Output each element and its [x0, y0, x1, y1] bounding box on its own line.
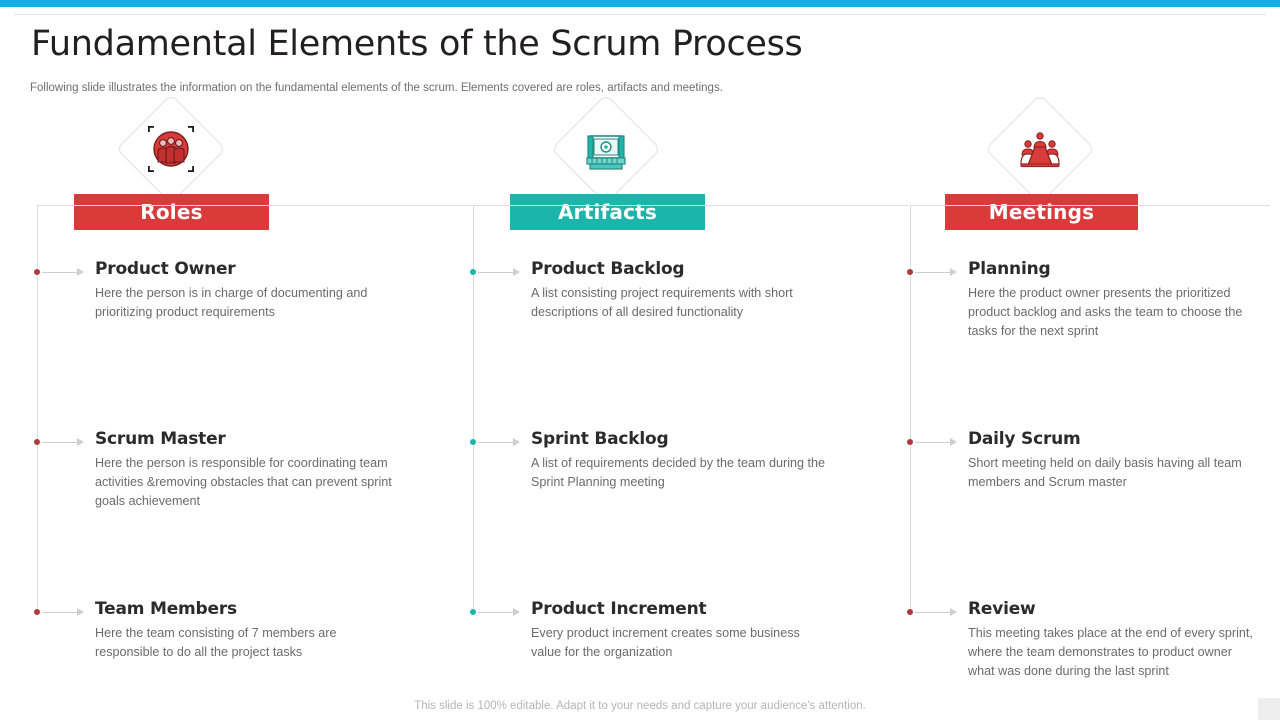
item-title: Review — [968, 599, 1036, 619]
item-title: Daily Scrum — [968, 429, 1081, 449]
item-title: Product Owner — [95, 259, 236, 279]
corner-mark — [1258, 698, 1280, 720]
diamond-meetings — [984, 93, 1096, 205]
top-accent-bar — [0, 0, 1280, 7]
arrow-icon — [77, 268, 84, 276]
diamond-roles — [115, 93, 227, 205]
page-subtitle: Following slide illustrates the informat… — [30, 82, 723, 94]
document-artifact-icon — [578, 121, 634, 177]
category-label: Meetings — [988, 200, 1095, 224]
connector-line — [915, 272, 953, 273]
item-description: Here the person is responsible for coord… — [95, 456, 392, 508]
connector-line — [42, 612, 80, 613]
bullet-dot — [34, 439, 40, 445]
footer-note: This slide is 100% editable. Adapt it to… — [414, 700, 866, 712]
bullet-dot — [34, 269, 40, 275]
item-description: A list consisting project requirements w… — [531, 286, 793, 319]
connector-rail-stub — [871, 205, 907, 206]
category-bar-roles[interactable]: Roles — [74, 194, 269, 230]
header-divider — [14, 14, 1266, 15]
connector-rail-top — [910, 205, 1270, 206]
bullet-dot — [34, 609, 40, 615]
item-description: This meeting takes place at the end of e… — [968, 626, 1253, 678]
connector-rail-top — [37, 205, 472, 206]
item-title: Team Members — [95, 599, 237, 619]
item-description: A list of requirements decided by the te… — [531, 456, 826, 489]
arrow-icon — [77, 608, 84, 616]
connector-line — [915, 612, 953, 613]
bullet-dot — [907, 439, 913, 445]
connector-line — [478, 442, 516, 443]
item-description: Here the person is in charge of document… — [95, 286, 368, 319]
arrow-icon — [513, 608, 520, 616]
category-label: Roles — [140, 200, 203, 224]
team-people-icon — [143, 121, 199, 177]
arrow-icon — [77, 438, 84, 446]
item-description: Here the team consisting of 7 members ar… — [95, 626, 337, 659]
arrow-icon — [950, 268, 957, 276]
bullet-dot — [470, 609, 476, 615]
item-description: Here the product owner presents the prio… — [968, 286, 1243, 338]
column-meetings: Meetings Planning Here the product owner… — [871, 0, 1270, 720]
arrow-icon — [950, 438, 957, 446]
item-title: Product Increment — [531, 599, 707, 619]
arrow-icon — [513, 268, 520, 276]
diamond-artifacts — [550, 93, 662, 205]
column-artifacts: Artifacts Product Backlog A list consist… — [434, 0, 908, 720]
connector-rail-stub — [434, 205, 470, 206]
connector-rail — [473, 205, 474, 615]
meeting-table-icon — [1012, 121, 1068, 177]
item-title: Planning — [968, 259, 1051, 279]
item-description: Short meeting held on daily basis having… — [968, 456, 1242, 489]
bullet-dot — [907, 269, 913, 275]
connector-line — [42, 442, 80, 443]
arrow-icon — [950, 608, 957, 616]
arrow-icon — [513, 438, 520, 446]
connector-line — [915, 442, 953, 443]
bullet-dot — [907, 609, 913, 615]
item-description: Every product increment creates some bus… — [531, 626, 800, 659]
category-label: Artifacts — [557, 200, 658, 224]
bullet-dot — [470, 269, 476, 275]
connector-line — [478, 612, 516, 613]
connector-rail — [37, 205, 38, 615]
category-bar-artifacts[interactable]: Artifacts — [510, 194, 705, 230]
column-roles: Roles Product Owner Here the person is i… — [34, 0, 472, 720]
connector-line — [478, 272, 516, 273]
connector-rail — [910, 205, 911, 615]
item-title: Product Backlog — [531, 259, 685, 279]
page-title: Fundamental Elements of the Scrum Proces… — [31, 24, 803, 64]
connector-line — [42, 272, 80, 273]
bullet-dot — [470, 439, 476, 445]
category-bar-meetings[interactable]: Meetings — [945, 194, 1138, 230]
item-title: Sprint Backlog — [531, 429, 669, 449]
connector-rail-top — [473, 205, 908, 206]
item-title: Scrum Master — [95, 429, 226, 449]
